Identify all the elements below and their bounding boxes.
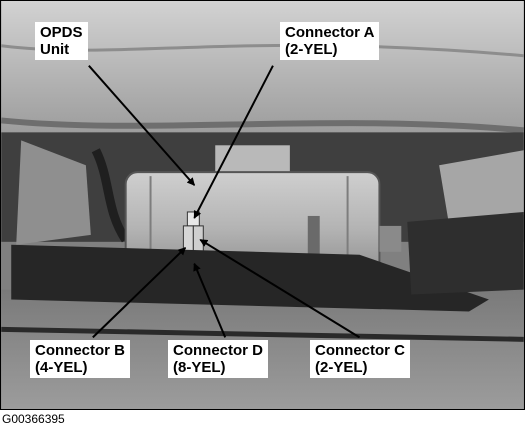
unit-tab bbox=[379, 225, 402, 252]
callout-opds-line1: OPDS bbox=[40, 24, 83, 41]
callout-opds-line2: Unit bbox=[40, 41, 70, 58]
callout-connector-c-line1: Connector C bbox=[315, 342, 405, 359]
connector-a-shape bbox=[186, 211, 200, 227]
side-bracket-right bbox=[439, 150, 524, 225]
callout-connector-d: Connector D (8-YEL) bbox=[168, 340, 268, 378]
callout-connector-a: Connector A (2-YEL) bbox=[280, 22, 380, 60]
unit-slot bbox=[307, 215, 320, 256]
callout-connector-b-line1: Connector B bbox=[35, 342, 125, 359]
leader-connector-a bbox=[193, 65, 274, 219]
leader-connector-c bbox=[199, 238, 361, 339]
figure-id: G00366395 bbox=[2, 412, 65, 426]
black-pad bbox=[11, 244, 489, 312]
component-photo bbox=[0, 0, 525, 410]
foam-block bbox=[407, 211, 524, 295]
seat-cushion bbox=[1, 1, 524, 141]
seat-rail bbox=[1, 326, 524, 342]
callout-opds-unit: OPDS Unit bbox=[35, 22, 88, 60]
callout-connector-b: Connector B (4-YEL) bbox=[30, 340, 130, 378]
leader-connector-b bbox=[92, 247, 187, 339]
seat-edge bbox=[1, 117, 524, 134]
callout-connector-c-line2: (2-YEL) bbox=[315, 359, 368, 376]
callout-connector-d-line1: Connector D bbox=[173, 342, 263, 359]
side-bracket-left bbox=[16, 140, 91, 245]
leader-opds bbox=[88, 65, 196, 186]
leader-connector-d bbox=[193, 262, 227, 338]
callout-connector-c: Connector C (2-YEL) bbox=[310, 340, 410, 378]
callout-connector-a-line1: Connector A bbox=[285, 24, 375, 41]
wire-harness bbox=[91, 148, 130, 243]
callout-connector-d-line2: (8-YEL) bbox=[173, 359, 226, 376]
callout-connector-b-line2: (4-YEL) bbox=[35, 359, 88, 376]
mount-bracket bbox=[215, 145, 290, 176]
callout-connector-a-line2: (2-YEL) bbox=[285, 41, 338, 58]
